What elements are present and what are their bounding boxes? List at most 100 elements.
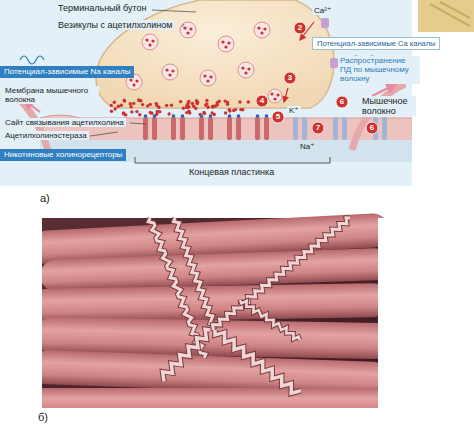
leader-line [182, 24, 184, 27]
binding-site [172, 114, 176, 118]
binding-site [209, 114, 213, 118]
receptor-subunit [152, 117, 157, 140]
acetylcholine-dot [123, 99, 126, 102]
binding-site [256, 114, 260, 118]
acetylcholine-dot [179, 100, 182, 103]
acetylcholine-dot [239, 108, 242, 111]
receptor-group [143, 114, 387, 140]
acetylcholine-dot [129, 78, 132, 81]
acetylcholine-dot [228, 109, 231, 112]
photo-fragment-texture [430, 2, 470, 26]
bracket-label: Концевая пластинка [189, 167, 274, 177]
acetylcholine-dot [110, 110, 113, 113]
acetylcholine-dot [247, 67, 250, 70]
node-text: Потенциал-зависимые Ca каналы [317, 39, 435, 48]
acetylcholine-dot [138, 99, 141, 102]
callout-number: 4 [256, 95, 268, 107]
acetylcholine-dot [238, 100, 241, 103]
acetylcholine-dot [203, 74, 206, 77]
nerve-fiber-shadow [215, 330, 301, 393]
acetylcholine-dot [211, 105, 214, 108]
acetylcholine-dot [211, 105, 214, 108]
acetylcholine-dots [110, 98, 251, 116]
part-label: Терминальный бутон [56, 3, 149, 13]
ground-panel [0, 0, 412, 186]
acetylcholine-dot [241, 66, 244, 69]
acetylcholine-dot [263, 27, 266, 30]
receptor-subunit [264, 117, 269, 140]
acetylcholine-dot [185, 104, 188, 107]
receptor-subunit [143, 117, 148, 140]
acetylcholine-dot [141, 103, 144, 106]
receptor-subunit [171, 117, 176, 140]
binding-site [181, 114, 185, 118]
release-arrow [284, 88, 288, 102]
acetylcholine-dot [156, 110, 159, 113]
receptor-subunit [208, 117, 213, 140]
process-label: Распространение ПД по мышечному волокну [338, 56, 420, 84]
acetylcholine-dot [221, 40, 224, 43]
leader-line [152, 10, 196, 12]
receptor-subunit [199, 117, 204, 140]
callout-number: 2 [294, 22, 306, 34]
nerve-fiber-shadow [174, 218, 216, 328]
callout-circle [272, 111, 284, 123]
part-label: Сайт связывания ацетилхолина [3, 118, 126, 127]
vesicle-dots [129, 26, 279, 100]
acetylcholine-dot [145, 38, 148, 41]
receptor-subunit [342, 117, 347, 140]
acetylcholine-dot [260, 31, 263, 34]
nerve-fiber [240, 300, 300, 340]
acetylcholine-dot [155, 104, 158, 107]
acetylcholine-dot [209, 75, 212, 78]
propagation-arrow [372, 84, 396, 96]
ca-channel [321, 18, 329, 28]
acetylcholine-dot [189, 27, 192, 30]
acetylcholine-dot [137, 98, 140, 101]
nerve-fibers [148, 218, 350, 393]
acetylcholine-dot [270, 92, 273, 95]
callout-number: 7 [312, 122, 324, 134]
node-text: Потенциал-зависимые Na каналы [4, 67, 130, 77]
acetylcholine-dot [187, 109, 190, 112]
acetylcholine-dot [170, 104, 173, 107]
acetylcholine-dot [224, 45, 227, 48]
acetylcholine-dot [205, 102, 208, 105]
acetylcholine-dot [132, 102, 135, 105]
receptor-subunit [180, 117, 185, 140]
nerve-fiber-shadow [240, 300, 300, 340]
callout-circle [256, 95, 268, 107]
receptor-subunit [382, 117, 387, 140]
callout-number: 3 [284, 72, 296, 84]
bracket [135, 157, 330, 163]
acetylcholine-dot [203, 112, 206, 115]
acetylcholine-dot [234, 108, 237, 111]
acetylcholine-dot [247, 100, 250, 103]
acetylcholine-dot [244, 71, 247, 74]
receptor-subunit [333, 117, 338, 140]
acetylcholine-dot [192, 105, 195, 108]
callout-circle [366, 122, 378, 134]
receptor-subunit [302, 117, 307, 140]
acetylcholine-dot [117, 105, 120, 108]
muscle-fiber-membrane [352, 84, 405, 150]
ion-label: Na⁺ [298, 142, 316, 151]
terminal-bouton [96, 0, 334, 108]
ion-label: Ca²⁺ [312, 6, 333, 15]
part-label: Мембрана мышечного волокна [3, 86, 99, 104]
acetylcholine-dot [165, 104, 168, 107]
binding-site [228, 114, 232, 118]
nerve-fiber [213, 218, 351, 331]
muscle-fibers [29, 213, 395, 418]
binding-site [153, 114, 157, 118]
acetylcholine-dot [211, 111, 214, 114]
receptor-subunit [236, 117, 241, 140]
receptor-subunit [293, 117, 298, 140]
node-text: Никотиновые холинорецепторы [4, 150, 122, 160]
acetylcholine-dot [273, 97, 276, 100]
part-label: Везикулы с ацетилхолином [56, 20, 174, 30]
acetylcholine-dot [182, 107, 185, 110]
acetylcholine-dot [165, 68, 168, 71]
acetylcholine-dot [122, 112, 125, 115]
panel-label: б) [38, 411, 48, 424]
